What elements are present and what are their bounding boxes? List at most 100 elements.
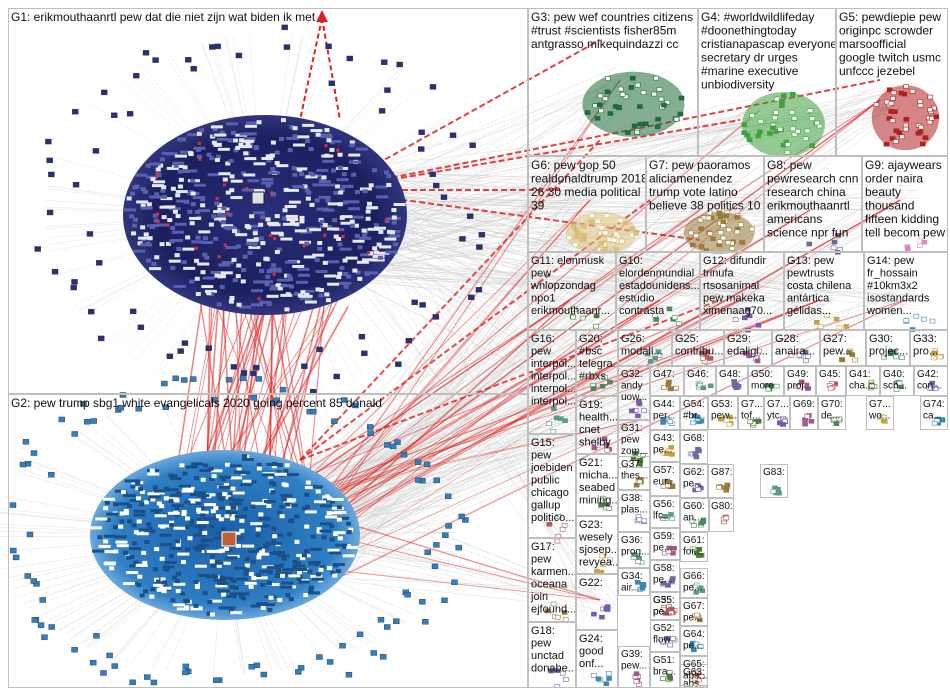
node: [145, 163, 151, 168]
node: [319, 529, 332, 533]
group-label-line: per...: [653, 411, 675, 422]
node: [271, 464, 277, 469]
node: [219, 284, 225, 289]
node: [903, 318, 910, 323]
node: [673, 385, 679, 391]
edge: [325, 485, 617, 606]
group-label-line: G47:: [653, 369, 675, 380]
node: [665, 549, 672, 554]
node: [694, 612, 700, 618]
node: [659, 639, 666, 645]
node: [600, 495, 606, 501]
node: [329, 537, 335, 542]
node: [202, 276, 215, 280]
cluster-g31: [630, 451, 646, 467]
node: [640, 582, 647, 587]
node: [553, 415, 560, 421]
node: [385, 217, 389, 221]
cluster-g59: [661, 545, 677, 556]
node: [224, 514, 230, 519]
node: [299, 297, 312, 301]
node: [123, 550, 129, 555]
group-label-line: pewtrusts: [787, 268, 835, 280]
group-box-frame: [764, 156, 862, 252]
node: [225, 246, 238, 250]
node: [773, 96, 780, 102]
group-label-line: join: [530, 591, 548, 603]
node: [772, 115, 778, 121]
node: [39, 597, 46, 603]
node: [617, 86, 624, 92]
node: [667, 419, 674, 424]
node: [376, 195, 389, 199]
group-label-line: G28:: [775, 333, 799, 345]
node: [190, 499, 196, 504]
node: [150, 587, 156, 592]
node: [161, 151, 174, 155]
node: [119, 511, 125, 516]
node: [208, 466, 214, 471]
cluster-g17: [544, 601, 569, 622]
node: [217, 274, 223, 279]
node: [373, 226, 386, 230]
node: [136, 496, 142, 501]
node: [349, 219, 355, 224]
node: [221, 224, 234, 228]
cluster-g87: [716, 482, 731, 493]
node: [37, 622, 45, 628]
node: [138, 236, 151, 240]
node: [269, 267, 282, 271]
node: [635, 559, 641, 565]
node: [279, 504, 285, 509]
group-box-g60: G60:an...: [680, 498, 710, 532]
cluster-g83: [770, 485, 782, 496]
node: [324, 274, 337, 278]
node: [574, 230, 581, 236]
node: [329, 140, 342, 144]
node: [190, 191, 196, 196]
node: [390, 230, 396, 235]
group-label-line: G53:: [711, 399, 733, 410]
node: [154, 192, 160, 197]
group-box-g40: G40:sch...: [880, 366, 914, 396]
node: [304, 241, 310, 246]
node: [148, 162, 161, 166]
node: [244, 124, 257, 128]
node: [817, 324, 824, 329]
group-label-line: G7: pew paoramos: [649, 158, 750, 172]
edge: [327, 176, 919, 214]
group-label-line: secretary dr urges: [701, 51, 798, 65]
node: [315, 287, 321, 292]
node: [755, 322, 762, 328]
node: [365, 209, 371, 214]
node: [318, 180, 331, 184]
group-label-line: sch...: [883, 381, 907, 392]
node: [554, 668, 560, 673]
node: [220, 213, 226, 218]
edge: [383, 222, 712, 266]
node: [174, 253, 180, 258]
node: [393, 203, 406, 207]
group-label-line: science npr fun: [767, 226, 848, 240]
group-label-line: G44:: [653, 399, 675, 410]
node: [229, 464, 242, 468]
group-label-line: mining...: [579, 495, 621, 507]
edge: [285, 99, 881, 485]
node: [156, 212, 160, 216]
node: [902, 122, 909, 128]
node: [234, 566, 247, 570]
node: [305, 175, 318, 179]
node: [347, 200, 360, 204]
node: [277, 554, 290, 558]
group-label-line: ximenaag70...: [703, 305, 772, 317]
node: [216, 142, 222, 147]
node: [274, 161, 280, 166]
node: [310, 129, 323, 133]
node: [233, 138, 239, 143]
node: [48, 472, 55, 478]
node: [692, 675, 699, 681]
node: [723, 484, 730, 490]
cluster-g25: [698, 349, 714, 364]
group-label-line: ejfound...: [531, 604, 576, 616]
